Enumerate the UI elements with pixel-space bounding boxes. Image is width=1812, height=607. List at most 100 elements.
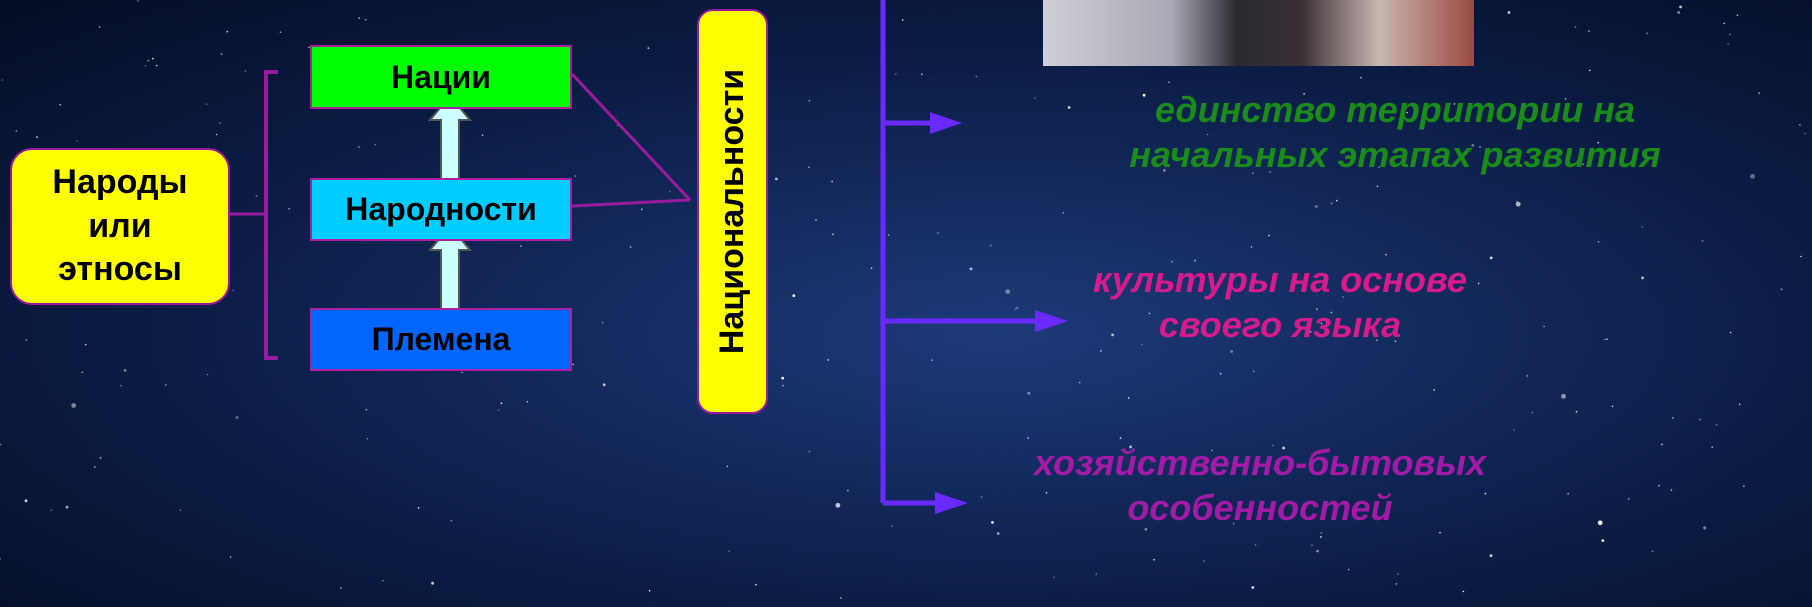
star [1661, 443, 1663, 446]
star [417, 507, 420, 509]
arrow-narodnosti-to-nations [427, 94, 473, 191]
star [229, 556, 232, 558]
nations-label: Нации [391, 58, 491, 95]
star [601, 321, 604, 324]
star [500, 402, 503, 405]
star [1439, 531, 1441, 534]
star [989, 244, 992, 247]
star [1531, 411, 1534, 414]
nationality-label: Национальности [713, 68, 751, 355]
star [616, 124, 619, 126]
star [1315, 205, 1318, 208]
star [792, 294, 796, 297]
star [1095, 573, 1098, 575]
star [1385, 253, 1387, 256]
star [1316, 549, 1319, 553]
star [832, 233, 834, 236]
star [1219, 372, 1222, 375]
star [374, 143, 377, 146]
star [279, 31, 282, 33]
star [1679, 5, 1682, 9]
star [155, 64, 158, 67]
star [931, 359, 933, 361]
star [1100, 350, 1102, 352]
star [1604, 338, 1606, 341]
star [453, 134, 456, 137]
narodnosti-label: Народности [345, 191, 537, 227]
star [71, 403, 77, 408]
star [782, 384, 784, 387]
nations-box: Нации [310, 45, 572, 109]
star [25, 339, 28, 341]
narodnosti-to-nationality-line [571, 198, 691, 208]
star [1711, 446, 1713, 449]
nations-to-nationality-line [570, 72, 692, 202]
star [98, 26, 101, 28]
star [1701, 240, 1704, 242]
narodnosti-box: Народности [310, 178, 572, 241]
star [996, 532, 1000, 535]
star [891, 525, 893, 527]
star [15, 130, 18, 132]
star [781, 376, 785, 380]
star [901, 19, 904, 21]
star [1203, 560, 1205, 562]
star [1, 79, 4, 81]
star [1543, 325, 1545, 328]
star [365, 408, 368, 411]
star [1168, 81, 1170, 83]
star [1658, 484, 1660, 487]
star [144, 64, 147, 67]
star [1053, 576, 1055, 579]
star [99, 457, 102, 459]
star [84, 343, 87, 346]
star [497, 409, 500, 412]
star [1723, 22, 1725, 25]
star [1376, 185, 1379, 188]
star [1433, 389, 1435, 391]
nationality-box: Национальности [697, 9, 768, 414]
star [1606, 338, 1608, 341]
star [975, 75, 978, 78]
star [244, 70, 247, 72]
star [36, 136, 38, 138]
star [1780, 288, 1783, 291]
star [1588, 30, 1590, 32]
star [647, 47, 650, 49]
tribes-box: Племена [310, 308, 572, 371]
star [1254, 544, 1257, 546]
star [629, 246, 632, 248]
star [574, 175, 576, 177]
star [365, 18, 367, 21]
peoples-box: Народы или этносы [10, 148, 230, 305]
star [1250, 246, 1253, 248]
star [1153, 558, 1155, 561]
star [641, 208, 643, 210]
star [288, 207, 291, 210]
star [24, 499, 28, 503]
star [1507, 11, 1511, 14]
star [1670, 489, 1673, 491]
star [921, 73, 923, 75]
star [358, 146, 360, 148]
star [1727, 43, 1729, 45]
star [1251, 586, 1255, 589]
star [164, 384, 167, 386]
star [1397, 573, 1399, 575]
star [1489, 554, 1493, 558]
star [137, 0, 139, 2]
star [1320, 532, 1323, 534]
star [431, 581, 434, 585]
star [123, 369, 127, 372]
star [755, 583, 757, 586]
star [1513, 428, 1515, 431]
star [76, 139, 78, 142]
star [50, 509, 53, 512]
star [1119, 437, 1122, 439]
star [937, 232, 939, 234]
star [206, 373, 209, 376]
star [1597, 520, 1603, 526]
star [0, 443, 2, 446]
star [1516, 200, 1518, 203]
star [808, 166, 810, 169]
